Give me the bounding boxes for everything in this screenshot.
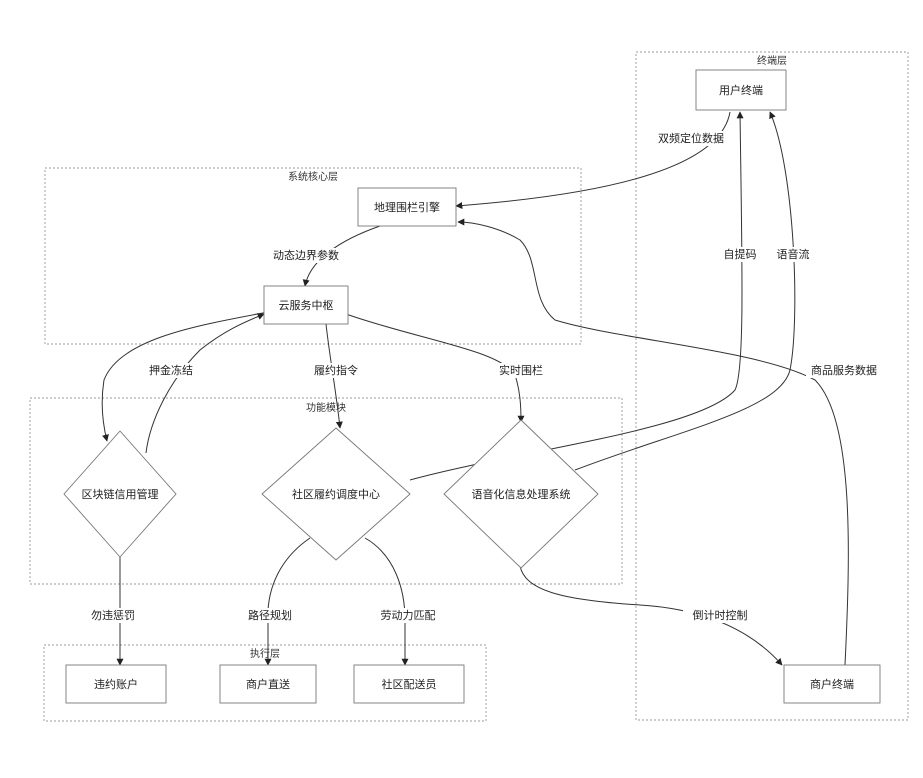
- edge-label-route-plan: 路径规划: [248, 608, 292, 622]
- node-blockchain-label: 区块链信用管理: [82, 487, 159, 501]
- edge-label-goods-data: 商品服务数据: [811, 363, 877, 377]
- node-scheduler-label: 社区履约调度中心: [292, 487, 380, 501]
- edge-route-plan: [268, 538, 310, 665]
- group-terminal-title: 终端层: [757, 54, 787, 67]
- node-default-account[interactable]: 违约账户: [66, 665, 166, 703]
- edge-labels: 双频定位数据 动态边界参数 押金冻结 履约指令 实时围栏 勿违惩罚 路径规划 劳…: [80, 131, 882, 623]
- edge-label-voice-stream: 语音流: [777, 247, 810, 261]
- node-scheduler[interactable]: 社区履约调度中心: [262, 428, 410, 560]
- edge-deposit-freeze: [146, 314, 264, 453]
- node-user-terminal[interactable]: 用户终端: [696, 70, 786, 110]
- node-user-terminal-label: 用户终端: [719, 83, 763, 97]
- edge-label-confirm-code: 自提码: [724, 248, 757, 261]
- node-voice-system[interactable]: 语音化信息处理系统: [444, 420, 598, 568]
- node-merchant-direct[interactable]: 商户直送: [220, 665, 316, 703]
- edge-label-labor-match: 劳动力匹配: [381, 609, 436, 622]
- edge-label-deposit-freeze: 押金冻结: [149, 363, 193, 377]
- group-function-title: 功能模块: [306, 401, 346, 414]
- edge-label-fulfill-cmd: 履约指令: [314, 363, 358, 377]
- group-terminal-layer: 终端层: [636, 52, 908, 720]
- edges: [102, 112, 848, 665]
- node-geo-engine[interactable]: 地理围栏引擎: [358, 188, 456, 226]
- node-default-account-label: 违约账户: [94, 677, 138, 691]
- edge-label-countdown: 倒计时控制: [693, 608, 748, 622]
- group-core-title: 系统核心层: [288, 170, 338, 183]
- edge-dual-location: [456, 112, 730, 206]
- node-merchant-terminal[interactable]: 商户终端: [784, 665, 880, 703]
- edge-confirm-code: [410, 112, 742, 480]
- edge-label-dual-location: 双频定位数据: [658, 131, 724, 145]
- group-exec-title: 执行层: [250, 647, 280, 660]
- edge-label-dynamic-boundary: 动态边界参数: [273, 248, 339, 262]
- node-cloud-hub-label: 云服务中枢: [279, 298, 334, 312]
- node-geo-engine-label: 地理围栏引擎: [374, 200, 440, 214]
- node-merchant-direct-label: 商户直送: [246, 677, 290, 691]
- node-voice-system-label: 语音化信息处理系统: [472, 487, 571, 501]
- node-cloud-hub[interactable]: 云服务中枢: [264, 286, 348, 324]
- node-blockchain[interactable]: 区块链信用管理: [64, 431, 176, 557]
- edge-labor-match: [365, 538, 405, 665]
- node-courier[interactable]: 社区配送员: [354, 665, 464, 703]
- edge-label-credit-penalty: 勿违惩罚: [91, 609, 135, 622]
- node-courier-label: 社区配送员: [382, 677, 437, 691]
- edge-label-realtime-fence: 实时围栏: [499, 363, 543, 377]
- node-merchant-terminal-label: 商户终端: [810, 677, 854, 691]
